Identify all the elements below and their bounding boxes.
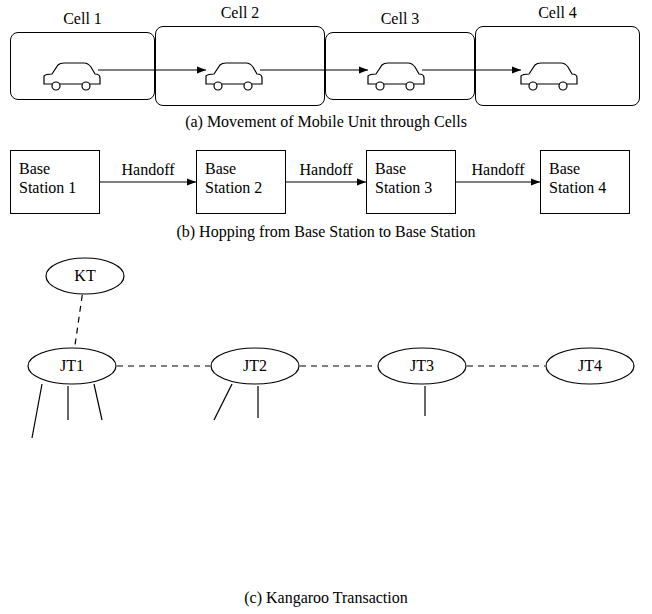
arrow-connector	[286, 181, 366, 182]
cell-label: Cell 4	[476, 3, 639, 22]
car-icon	[44, 63, 100, 90]
base-station-box: Base Station 4	[540, 150, 630, 214]
transaction-label: KT	[74, 266, 95, 285]
arrow-connector	[98, 69, 206, 70]
base-station-label: Base Station 4	[549, 159, 619, 197]
transaction-ellipse: JT4	[545, 347, 635, 385]
edge-label: Handoff	[119, 160, 176, 179]
car-icon	[206, 63, 262, 90]
cell-label: Cell 2	[156, 3, 324, 22]
transaction-ellipse: KT	[45, 257, 125, 295]
cell-region: Cell 3	[325, 32, 475, 100]
car-icon	[521, 63, 577, 90]
base-station-label: Base Station 3	[375, 159, 445, 197]
arrow-connector	[260, 69, 368, 70]
base-station-label: Base Station 1	[19, 159, 89, 197]
edge-label: Handoff	[469, 160, 526, 179]
cell-label: Cell 3	[326, 9, 474, 28]
edge-label: Handoff	[297, 160, 354, 179]
transaction-ellipse: JT3	[377, 347, 467, 385]
dashed-link	[300, 365, 377, 366]
cell-region: Cell 2	[155, 26, 325, 106]
base-station-box: Base Station 1	[10, 150, 100, 214]
cell-region: Cell 1	[10, 32, 155, 100]
dashed-link	[117, 365, 210, 366]
transaction-label: JT2	[243, 356, 267, 375]
cell-region: Cell 4	[475, 26, 640, 106]
transaction-label: JT3	[410, 356, 434, 375]
caption: (c) Kangaroo Transaction	[242, 588, 410, 607]
arrow-connector	[100, 181, 196, 182]
base-station-label: Base Station 2	[205, 159, 275, 197]
dashed-link	[467, 365, 545, 366]
caption: (a) Movement of Mobile Unit through Cell…	[183, 112, 469, 131]
transaction-label: JT4	[578, 356, 602, 375]
transaction-ellipse: JT1	[27, 347, 117, 385]
arrow-connector	[456, 181, 540, 182]
transaction-label: JT1	[60, 356, 84, 375]
cell-label: Cell 1	[11, 9, 154, 28]
base-station-box: Base Station 2	[196, 150, 286, 214]
car-icon	[368, 63, 424, 90]
dashed-link	[75, 295, 83, 347]
caption: (b) Hopping from Base Station to Base St…	[174, 222, 477, 241]
arrow-connector	[422, 69, 521, 70]
base-station-box: Base Station 3	[366, 150, 456, 214]
transaction-ellipse: JT2	[210, 347, 300, 385]
subtransaction-lines	[32, 384, 425, 438]
